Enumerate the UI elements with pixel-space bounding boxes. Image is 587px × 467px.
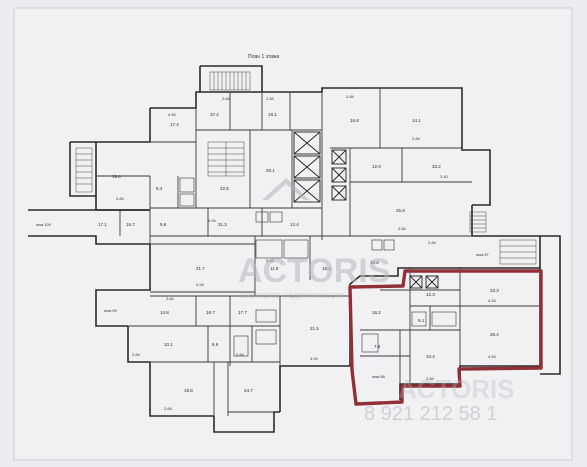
elevator-shafts: [293, 131, 439, 289]
dim-label: 2.84: [266, 96, 275, 101]
room-label: 14.8: [160, 310, 169, 315]
room-label: 33.2: [432, 164, 441, 169]
dim-label: 3.40: [440, 174, 449, 179]
room-label: 18.1: [268, 112, 277, 117]
room-label: 9.1: [418, 318, 425, 323]
room-label: 14.1: [412, 118, 421, 123]
dim-label: 2.84: [166, 296, 175, 301]
room-label: 17.1: [98, 222, 107, 227]
dim-label: 4.34: [488, 298, 497, 303]
dim-label: 2.84: [222, 96, 231, 101]
room-label: 29.1: [266, 168, 275, 173]
room-label: 17.4: [170, 122, 179, 127]
room-area-labels: 19.4 17.4 37.2 18.1 16.8 14.1 8.4 22.5 2…: [98, 112, 499, 393]
dim-label: 2.84: [426, 376, 435, 381]
room-label: 31.3: [218, 222, 227, 227]
room-label: 37.2: [210, 112, 219, 117]
dim-label: 2.84: [132, 352, 141, 357]
dim-label: 2.84: [398, 226, 407, 231]
room-label: 33.3: [490, 288, 499, 293]
room-label: 9.8: [160, 222, 167, 227]
dim-label: 5.84: [266, 258, 275, 263]
dim-label: 2.84: [164, 406, 173, 411]
dim-label: 2.84: [412, 136, 421, 141]
room-label: 6.6: [212, 342, 219, 347]
room-label: 21.5: [310, 326, 319, 331]
corridor-label-99: пом.99: [104, 308, 117, 313]
dim-label: 4.94: [310, 356, 319, 361]
watermark-tagline: агентство недвижимости: [240, 290, 344, 300]
corridor-label-100: пом.100: [36, 222, 52, 227]
room-label: 12.3: [426, 292, 435, 297]
dim-label: 2.84: [116, 196, 125, 201]
room-label: 8.4: [156, 186, 163, 191]
room-label: 19.4: [112, 174, 121, 179]
watermark: ACTORIS агентство недвижимости 8 921 212…: [238, 178, 515, 425]
room-label: 28.4: [490, 332, 499, 337]
inner-walls: [96, 88, 540, 416]
room-label: 25.8: [396, 208, 405, 213]
plan-title: План 1 этажа: [248, 54, 279, 60]
dim-label: 4.34: [208, 218, 217, 223]
utility-cells: [179, 177, 457, 357]
room-label: 10.1: [164, 342, 173, 347]
dim-label: 4.94: [168, 112, 177, 117]
room-label: 10.4: [426, 354, 435, 359]
room-label: 12.9: [372, 164, 381, 169]
corridor-label-97: пом.97: [476, 252, 489, 257]
watermark-phone: 8 921 212 58 1: [364, 403, 497, 425]
paper-frame: [13, 7, 573, 461]
dim-label: 2.84: [236, 352, 245, 357]
room-label: 16.2: [372, 310, 381, 315]
room-label: 12.4: [290, 222, 299, 227]
corridor-label-98: пом.98: [372, 374, 385, 379]
dimension-labels: 2.84 2.84 4.94 2.84 2.84 3.40 2.84 4.34 …: [116, 94, 497, 411]
room-label: 16.8: [350, 118, 359, 123]
room-label: 21.7: [196, 266, 205, 271]
room-label: 15.7: [126, 222, 135, 227]
watermark-brand-small: ACTORIS: [398, 374, 515, 404]
room-label: 16.4: [322, 266, 331, 271]
stair-flights: [75, 71, 537, 265]
dim-label: 4.94: [488, 354, 497, 359]
outer-walls: [28, 65, 561, 433]
dim-label: 4.94: [196, 282, 205, 287]
corridor-labels: пом.100 пом.97 пом.99 пом.98: [36, 222, 489, 379]
dim-label: 2.84: [428, 240, 437, 245]
room-label: 24.7: [244, 388, 253, 393]
room-label: 38.6: [370, 260, 379, 265]
dim-label: 2.84: [346, 94, 355, 99]
room-label: 19.8: [184, 388, 193, 393]
room-label: 11.9: [270, 266, 279, 271]
room-label: 22.5: [220, 186, 229, 191]
room-label: 18.7: [206, 310, 215, 315]
watermark-brand: ACTORIS: [238, 252, 390, 290]
room-label: 7.8: [374, 344, 381, 349]
room-label: 17.7: [238, 310, 247, 315]
highlighted-unit-outline: [348, 269, 543, 406]
watermark-house-icon: [262, 178, 310, 200]
